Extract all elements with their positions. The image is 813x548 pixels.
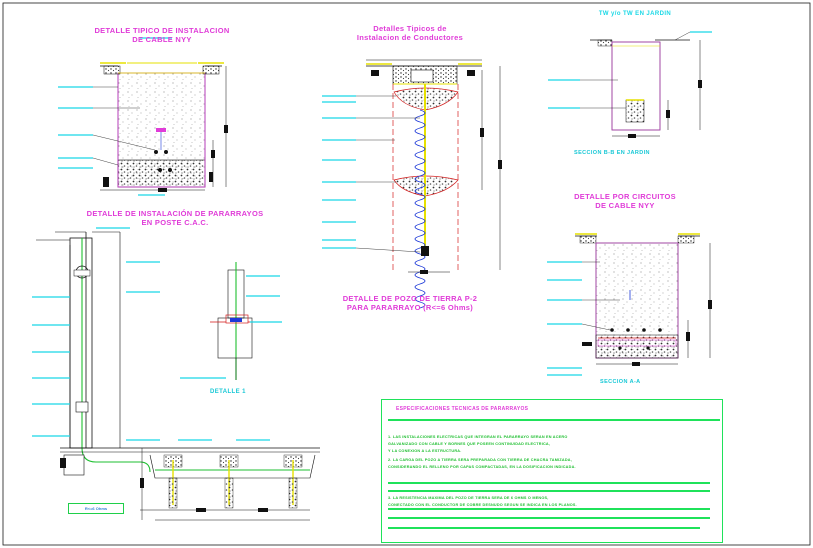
title-pozo: DETALLE DE POZO DE TIERRA P-2 PARA PARAR… — [325, 294, 495, 312]
title-conductores: Detalles Tipicos de Instalacion de Condu… — [320, 24, 500, 42]
note-line-5: CONSIDERANDO EL RELLENO POR CAPAS COMPAC… — [388, 465, 576, 469]
notes-highlight-bars — [388, 419, 720, 529]
title-cable-nyy-line2: DE CABLE NYY — [132, 35, 192, 44]
note-line-4: 2. LA CARGA DEL POZO A TIERRA SERA PREPA… — [388, 458, 572, 462]
caption-seccion-aa: SECCION A-A — [600, 379, 641, 385]
title-pararrayos: DETALLE DE INSTALACIÓN DE PARARRAYOS EN … — [80, 209, 270, 227]
title-circuitos-line2: DE CABLE NYY — [595, 201, 655, 210]
title-conductores-line2: Instalacion de Conductores — [356, 33, 464, 42]
title-jardin: TW y/o TW EN JARDIN — [598, 11, 672, 17]
title-cable-nyy-line1: DETALLE TIPICO DE INSTALACION — [94, 26, 230, 35]
title-pozo-line1: DETALLE DE POZO DE TIERRA P-2 — [342, 294, 478, 303]
note-line-1: 1. LAS INSTALACIONES ELECTRICAS QUE INTE… — [388, 435, 568, 439]
title-pararrayos-line1: DETALLE DE INSTALACIÓN DE PARARRAYOS — [86, 209, 264, 218]
detalle-circuitos — [547, 233, 712, 376]
note-line-2: GALVANIZADO CON CABLE Y BORNES QUE POSEE… — [388, 442, 551, 446]
caption-seccion-jardin: SECCION B-B EN JARDIN — [574, 150, 650, 156]
detalle-pozo-tierra — [322, 59, 502, 309]
title-circuitos: DETALLE POR CIRCUITOS DE CABLE NYY — [555, 192, 695, 210]
title-cable-nyy: DETALLE TIPICO DE INSTALACION DE CABLE N… — [82, 26, 242, 44]
detalle-jardin — [548, 31, 712, 138]
note-line-7: CONECTADO CON EL CONDUCTOR DE COBRE DESN… — [388, 503, 577, 507]
note-line-3: Y LA CONEXION A LA ESTRUCTURA. — [388, 449, 462, 453]
notes-box: ESPECIFICACIONES TECNICAS DE PARARRAYOS … — [381, 399, 723, 543]
resistance-label: R<=6 Ohms — [68, 503, 124, 514]
title-circuitos-line1: DETALLE POR CIRCUITOS — [574, 192, 676, 201]
title-conductores-line1: Detalles Tipicos de — [373, 24, 447, 33]
title-pararrayos-line2: EN POSTE C.A.C. — [141, 218, 209, 227]
note-line-6: 3. LA RESISTENCIA MAXIMA DEL POZO DE TIE… — [388, 496, 549, 500]
caption-detalle-1: DETALLE 1 — [210, 389, 246, 395]
detalle-cable-nyy — [58, 37, 228, 196]
detalle-pararrayos — [32, 227, 320, 521]
title-pozo-line2: PARA PARARRAYO (R<=6 Ohms) — [346, 303, 474, 312]
notes-title: ESPECIFICACIONES TECNICAS DE PARARRAYOS — [396, 406, 529, 412]
